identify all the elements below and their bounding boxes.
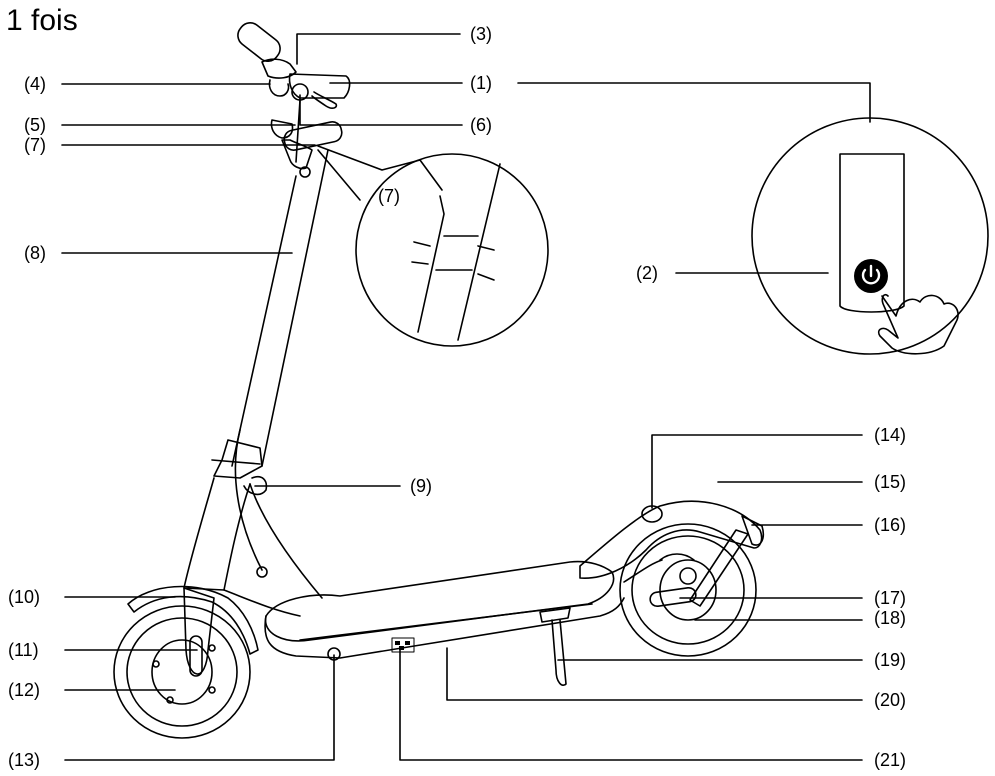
- kickstand: [551, 619, 567, 686]
- head-tube: [183, 477, 251, 591]
- zoom-tube-left: [417, 195, 445, 333]
- folding-latch: [299, 166, 311, 178]
- rear-light: [741, 515, 765, 546]
- brake-cable: [234, 429, 263, 571]
- deck: [264, 560, 625, 686]
- leader-20: [446, 647, 863, 701]
- callout-21: (21): [874, 750, 907, 770]
- brake-lever: [311, 91, 338, 109]
- callout-18: (18): [874, 608, 907, 628]
- bell: [270, 119, 294, 139]
- leader-14: [651, 434, 863, 509]
- stem-clamp: [281, 139, 313, 170]
- leader-13: [64, 654, 335, 761]
- neck-curve: [249, 483, 323, 599]
- callout-9: (9): [410, 476, 432, 496]
- front-wheel: [113, 585, 259, 739]
- hub-bolt: [208, 644, 216, 652]
- callout-17: (17): [874, 588, 907, 608]
- callout-20: (20): [874, 690, 907, 710]
- callout-7-zoom: (7): [378, 186, 400, 206]
- power-zoom: [751, 117, 989, 355]
- power-zoom-circle: [751, 117, 989, 355]
- screw-icon: [411, 241, 495, 281]
- stem-zoom: [317, 145, 549, 347]
- qr-code-icon: [391, 637, 415, 653]
- leader-21: [399, 649, 863, 761]
- deck-side: [264, 597, 625, 659]
- rear-hub: [659, 559, 717, 621]
- callout-10: (10): [8, 587, 41, 607]
- rear-brake-pedal: [641, 505, 663, 523]
- leader-3: [296, 33, 461, 65]
- callout-19: (19): [874, 650, 907, 670]
- front-fender: [127, 585, 259, 655]
- front-tire-inner: [126, 617, 238, 727]
- cable-clip: [256, 566, 268, 578]
- disc-brake: [679, 567, 697, 585]
- handlebar: [237, 22, 351, 178]
- callout-4: (4): [24, 74, 46, 94]
- left-control-housing: [261, 58, 297, 79]
- front-reflector: [189, 635, 203, 677]
- callout-1: (1): [470, 73, 492, 93]
- rear-reflector: [649, 586, 697, 608]
- callout-5: (5): [24, 115, 46, 135]
- power-button-icon: [854, 259, 888, 293]
- callout-6: (6): [470, 115, 492, 135]
- hub-bolt: [152, 660, 160, 668]
- stem: [183, 149, 329, 617]
- callout-2: (2): [636, 263, 658, 283]
- callout-15: (15): [874, 472, 907, 492]
- leader-6: [299, 94, 463, 126]
- rear-fork: [689, 529, 749, 607]
- rear-wheel: [579, 500, 765, 657]
- zoom-pointer: [317, 145, 443, 191]
- rear-tire-inner: [631, 535, 745, 645]
- rear-cable: [623, 559, 663, 583]
- kickstand-mount: [539, 607, 571, 623]
- deck-edge: [299, 603, 593, 641]
- leader-1-to-zoom: [517, 82, 871, 123]
- callout-16: (16): [874, 515, 907, 535]
- callout-13: (13): [8, 750, 41, 770]
- charging-port: [327, 647, 341, 661]
- throttle-lever: [268, 79, 290, 97]
- page-title: 1 fois: [6, 4, 78, 37]
- neck-to-deck: [223, 589, 301, 617]
- zoom-dashboard-panel: [839, 153, 905, 313]
- front-fork: [183, 587, 215, 675]
- front-tire: [113, 605, 251, 739]
- callout-12: (12): [8, 680, 41, 700]
- folding-hook: [243, 475, 268, 496]
- callout-8: (8): [24, 243, 46, 263]
- front-hub: [151, 639, 213, 705]
- stem-zoom-circle: [355, 153, 549, 347]
- leader-lines: [61, 33, 871, 761]
- dashboard: [288, 73, 351, 99]
- left-grip: [237, 22, 281, 62]
- callout-14: (14): [874, 425, 907, 445]
- hub-bolt: [166, 696, 174, 704]
- right-grip: [283, 121, 343, 151]
- stem-left-edge: [231, 175, 297, 467]
- stem-right-edge: [261, 149, 329, 467]
- rear-fender: [579, 500, 763, 579]
- brake-cable-top: [295, 99, 301, 163]
- zoom-tube-right: [457, 163, 501, 341]
- rear-tire: [619, 523, 757, 657]
- pointing-finger-icon: [877, 293, 959, 355]
- folding-joint: [213, 439, 263, 479]
- callout-3: (3): [470, 24, 492, 44]
- callout-7: (7): [24, 135, 46, 155]
- callout-11: (11): [8, 640, 39, 660]
- brake-caliper: [659, 553, 695, 561]
- hub-bolt: [208, 686, 216, 694]
- zoom-pointer-2: [317, 149, 361, 201]
